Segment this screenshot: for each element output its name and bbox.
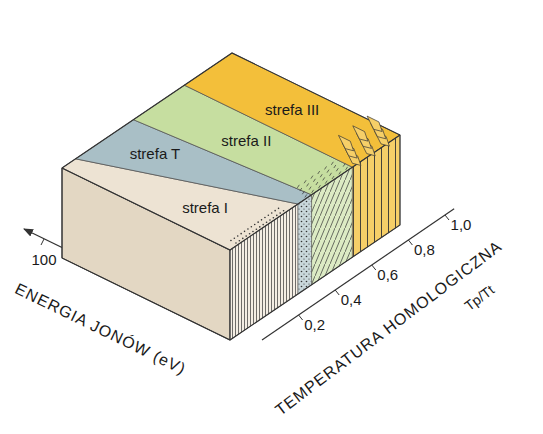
surface-grain bbox=[278, 208, 280, 210]
tick-label: 0,2 bbox=[304, 317, 325, 334]
fibre-grain bbox=[346, 167, 348, 170]
crystal-facet bbox=[367, 116, 382, 131]
zone-name: strefa I bbox=[182, 199, 228, 216]
fibre-grain bbox=[330, 173, 332, 176]
surface-grain bbox=[262, 224, 264, 226]
surface-grain bbox=[239, 240, 241, 242]
tick-label: 0,8 bbox=[414, 242, 435, 259]
surface-grain bbox=[261, 219, 263, 221]
fibre-grain bbox=[313, 179, 315, 182]
zone-label: strefa I bbox=[179, 198, 231, 218]
block-edge bbox=[229, 250, 230, 340]
fibre-grain bbox=[339, 171, 341, 174]
fibre-grain bbox=[300, 188, 302, 191]
fibre-grain bbox=[336, 168, 338, 171]
surface-grain bbox=[256, 228, 258, 230]
zone-cross-section bbox=[352, 135, 400, 257]
zone-microstructure bbox=[298, 195, 312, 294]
surface-grain bbox=[269, 219, 271, 221]
surface-grain bbox=[249, 233, 251, 235]
surface-grain bbox=[245, 235, 247, 237]
fibre-grain bbox=[311, 176, 313, 179]
fibre-grain bbox=[318, 171, 320, 174]
surface-grain bbox=[268, 214, 270, 216]
axis-tick bbox=[372, 265, 376, 270]
surface-grain bbox=[254, 224, 256, 226]
surface-grain bbox=[257, 221, 259, 223]
surface-grain bbox=[242, 238, 244, 240]
surface-grain bbox=[259, 226, 261, 228]
tick-label: 0,4 bbox=[341, 292, 362, 309]
zone-cross-section bbox=[312, 167, 353, 285]
fibre-grain bbox=[305, 194, 307, 197]
crystal-facet bbox=[339, 135, 354, 150]
zone-name: strefa III bbox=[265, 101, 319, 118]
fibre-grain bbox=[325, 166, 327, 169]
tick-label: 0,6 bbox=[377, 267, 398, 284]
fibre-grain bbox=[316, 182, 318, 185]
axis-unit: Tp/Tt bbox=[462, 282, 497, 314]
axis-tick bbox=[335, 290, 339, 295]
surface-grain bbox=[283, 210, 285, 212]
block-outline bbox=[62, 53, 400, 340]
fibre-grain bbox=[318, 185, 320, 188]
fibre-grain bbox=[331, 162, 333, 165]
zone-name: strefa T bbox=[130, 145, 181, 162]
fibre-grain bbox=[332, 176, 334, 179]
surface-grain bbox=[279, 212, 281, 214]
surface-grain bbox=[234, 237, 236, 239]
tick-label: 1,0 bbox=[451, 217, 472, 234]
surface-grain bbox=[251, 226, 253, 228]
block-edge bbox=[62, 135, 400, 250]
fibre-grain bbox=[309, 187, 311, 190]
zone-microstructure bbox=[230, 204, 298, 340]
surface-grain bbox=[274, 210, 276, 212]
surface-grain bbox=[240, 233, 242, 235]
fibre-grain bbox=[307, 183, 309, 186]
fibre-grain bbox=[302, 191, 304, 194]
fibre-grain bbox=[320, 174, 322, 177]
fibre-grain bbox=[343, 164, 345, 167]
surface-grain bbox=[235, 242, 237, 244]
fibre-grain bbox=[325, 181, 327, 184]
axis-tick bbox=[445, 215, 449, 220]
zone-microstructure bbox=[312, 167, 353, 285]
axis-tick bbox=[41, 239, 44, 245]
fibre-grain bbox=[327, 170, 329, 173]
zone-iii-surface bbox=[184, 53, 400, 167]
fibre-grain bbox=[312, 190, 314, 193]
fibre-grain bbox=[323, 177, 325, 180]
zone-label: strefa T bbox=[127, 144, 184, 164]
zone-label: strefa II bbox=[218, 131, 274, 151]
surface-grain bbox=[252, 231, 254, 233]
surface-grain bbox=[273, 217, 275, 219]
zone-name: strefa II bbox=[221, 132, 271, 149]
surface-grain bbox=[266, 222, 268, 224]
surface-grain bbox=[276, 215, 278, 217]
zone-cross-section bbox=[230, 204, 298, 340]
fibre-grain bbox=[297, 185, 299, 188]
surface-grain bbox=[230, 240, 232, 242]
crystal-facet bbox=[353, 126, 368, 141]
surface-grain bbox=[244, 231, 246, 233]
fibre-grain bbox=[334, 165, 336, 168]
zone-cross-section bbox=[298, 195, 312, 294]
surface-grain bbox=[271, 212, 273, 214]
surface-grain bbox=[264, 217, 266, 219]
surface-grain bbox=[247, 228, 249, 230]
zone-label: strefa III bbox=[262, 100, 322, 120]
axis-value: 100 bbox=[31, 252, 56, 269]
axis-tick bbox=[408, 240, 412, 245]
surface-grain bbox=[237, 235, 239, 237]
zone-microstructure bbox=[352, 135, 400, 257]
axis-tick bbox=[299, 315, 303, 320]
fibre-grain bbox=[304, 180, 306, 183]
